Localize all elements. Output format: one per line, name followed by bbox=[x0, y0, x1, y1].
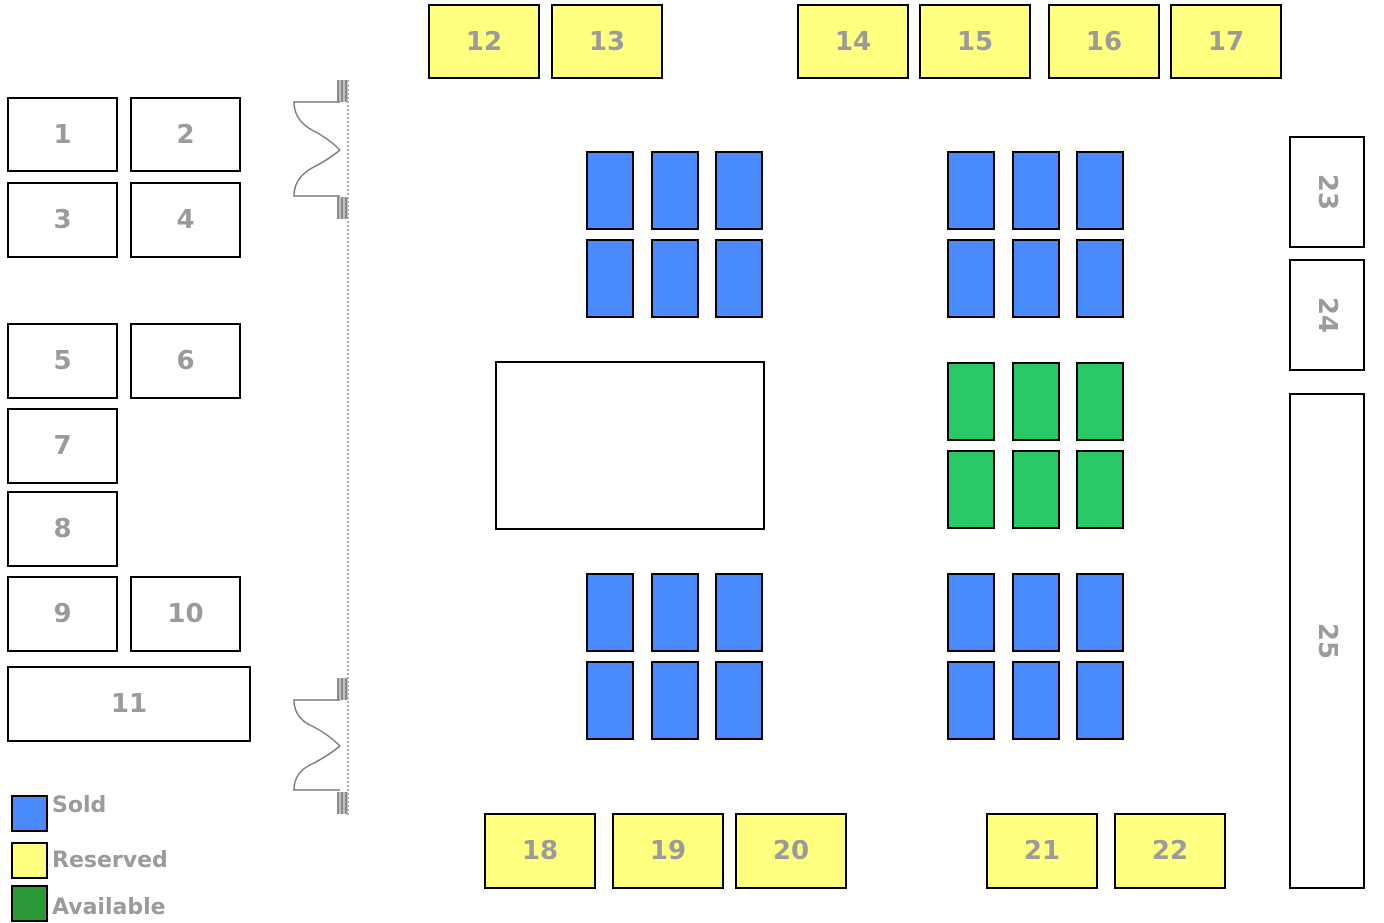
booth-label: 1 bbox=[53, 119, 72, 150]
table-sold[interactable] bbox=[586, 239, 634, 318]
booth-label: 9 bbox=[53, 599, 72, 629]
booth-4[interactable]: 4 bbox=[130, 182, 241, 258]
booth-label: 4 bbox=[176, 205, 195, 235]
table-available[interactable] bbox=[1076, 362, 1124, 441]
table-sold[interactable] bbox=[947, 661, 995, 740]
booth-25[interactable]: 25 bbox=[1289, 393, 1365, 889]
booth-21[interactable]: 21 bbox=[986, 813, 1098, 889]
table-available[interactable] bbox=[1012, 362, 1060, 441]
table-sold[interactable] bbox=[651, 151, 699, 230]
stage-area bbox=[495, 361, 765, 530]
table-available[interactable] bbox=[1012, 450, 1060, 529]
legend-label-reserved: Reserved bbox=[52, 848, 168, 873]
door-hinge bbox=[337, 80, 348, 102]
door-bottom-icon[interactable] bbox=[290, 698, 350, 794]
booth-label: 24 bbox=[1312, 296, 1342, 334]
booth-label: 14 bbox=[834, 26, 872, 57]
door-hinge bbox=[337, 197, 348, 219]
door-top-icon[interactable] bbox=[290, 100, 350, 200]
table-sold[interactable] bbox=[1012, 239, 1060, 318]
table-sold[interactable] bbox=[1012, 573, 1060, 652]
table-sold[interactable] bbox=[1076, 573, 1124, 652]
booth-10[interactable]: 10 bbox=[130, 576, 241, 652]
table-sold[interactable] bbox=[586, 661, 634, 740]
table-sold[interactable] bbox=[947, 239, 995, 318]
legend-swatch-reserved bbox=[11, 842, 48, 879]
table-sold[interactable] bbox=[1012, 661, 1060, 740]
table-sold[interactable] bbox=[1012, 151, 1060, 230]
legend-label-available: Available bbox=[52, 895, 166, 920]
legend-swatch-available bbox=[11, 885, 48, 922]
booth-24[interactable]: 24 bbox=[1289, 259, 1365, 371]
booth-label: 19 bbox=[649, 836, 687, 866]
booth-18[interactable]: 18 bbox=[484, 813, 596, 889]
booth-1[interactable]: 1 bbox=[7, 97, 118, 172]
wall bbox=[347, 80, 349, 815]
booth-label: 16 bbox=[1085, 26, 1123, 57]
booth-13[interactable]: 13 bbox=[551, 4, 663, 79]
booth-7[interactable]: 7 bbox=[7, 408, 118, 484]
table-available[interactable] bbox=[947, 450, 995, 529]
booth-8[interactable]: 8 bbox=[7, 491, 118, 567]
booth-label: 10 bbox=[167, 599, 204, 629]
table-sold[interactable] bbox=[715, 239, 763, 318]
booth-label: 7 bbox=[53, 431, 72, 461]
booth-16[interactable]: 16 bbox=[1048, 4, 1160, 79]
table-available[interactable] bbox=[1076, 450, 1124, 529]
booth-19[interactable]: 19 bbox=[612, 813, 724, 889]
table-sold[interactable] bbox=[1076, 239, 1124, 318]
booth-label: 13 bbox=[588, 26, 626, 57]
booth-23[interactable]: 23 bbox=[1289, 136, 1365, 248]
booth-label: 3 bbox=[53, 205, 72, 235]
table-sold[interactable] bbox=[1076, 151, 1124, 230]
table-available[interactable] bbox=[947, 362, 995, 441]
legend-swatch-sold bbox=[11, 795, 48, 832]
booth-label: 21 bbox=[1023, 836, 1061, 866]
table-sold[interactable] bbox=[651, 239, 699, 318]
booth-9[interactable]: 9 bbox=[7, 576, 118, 652]
legend-reserved: Reserved bbox=[11, 842, 168, 879]
door-hinge bbox=[337, 678, 348, 700]
booth-6[interactable]: 6 bbox=[130, 323, 241, 399]
table-sold[interactable] bbox=[651, 661, 699, 740]
door-hinge bbox=[337, 792, 348, 814]
booth-label: 2 bbox=[176, 119, 195, 150]
booth-14[interactable]: 14 bbox=[797, 4, 909, 79]
booth-label: 5 bbox=[53, 346, 72, 376]
booth-2[interactable]: 2 bbox=[130, 97, 241, 172]
booth-11[interactable]: 11 bbox=[7, 666, 251, 742]
table-sold[interactable] bbox=[1076, 661, 1124, 740]
legend-sold: Sold bbox=[11, 793, 107, 832]
booth-label: 22 bbox=[1151, 836, 1189, 866]
booth-label: 20 bbox=[772, 836, 810, 866]
booth-label: 17 bbox=[1207, 26, 1245, 57]
booth-15[interactable]: 15 bbox=[919, 4, 1031, 79]
legend-label-sold: Sold bbox=[52, 793, 107, 818]
booth-label: 12 bbox=[465, 26, 503, 57]
booth-17[interactable]: 17 bbox=[1170, 4, 1282, 79]
booth-label: 15 bbox=[956, 26, 994, 57]
booth-22[interactable]: 22 bbox=[1114, 813, 1226, 889]
booth-5[interactable]: 5 bbox=[7, 323, 118, 399]
booth-label: 25 bbox=[1312, 622, 1342, 660]
booth-label: 8 bbox=[53, 514, 72, 544]
table-sold[interactable] bbox=[586, 151, 634, 230]
booth-label: 11 bbox=[110, 689, 148, 719]
table-sold[interactable] bbox=[715, 151, 763, 230]
booth-12[interactable]: 12 bbox=[428, 4, 540, 79]
booth-label: 23 bbox=[1312, 173, 1342, 211]
table-sold[interactable] bbox=[651, 573, 699, 652]
booth-20[interactable]: 20 bbox=[735, 813, 847, 889]
table-sold[interactable] bbox=[715, 573, 763, 652]
table-sold[interactable] bbox=[947, 151, 995, 230]
legend-available: Available bbox=[11, 885, 166, 922]
booth-3[interactable]: 3 bbox=[7, 182, 118, 258]
table-sold[interactable] bbox=[586, 573, 634, 652]
booth-label: 6 bbox=[176, 346, 195, 376]
table-sold[interactable] bbox=[947, 573, 995, 652]
table-sold[interactable] bbox=[715, 661, 763, 740]
booth-label: 18 bbox=[521, 836, 559, 866]
